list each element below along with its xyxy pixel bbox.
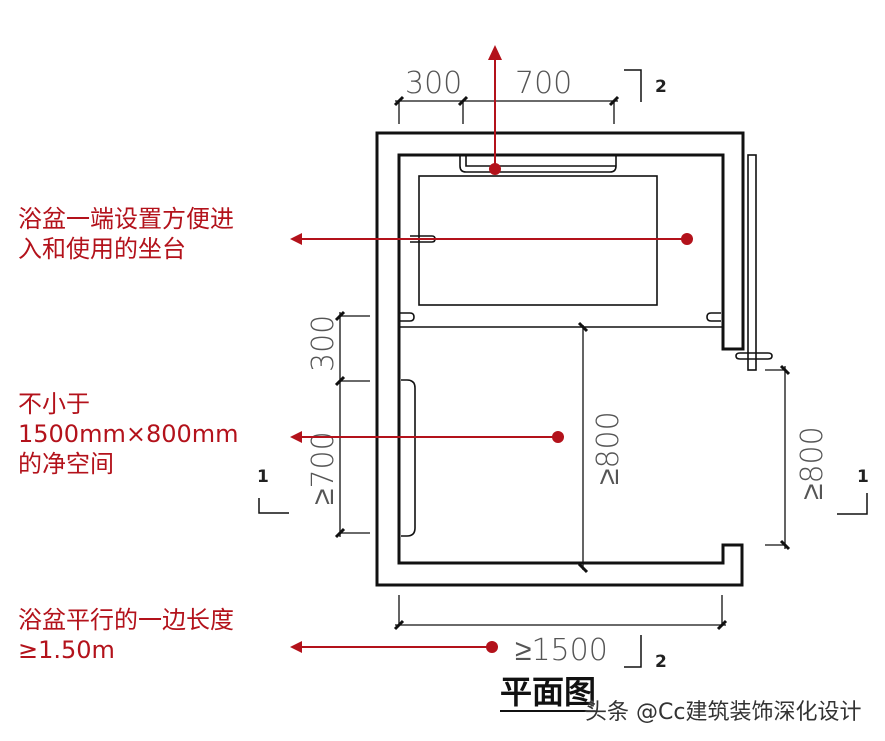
dimension-ticks — [334, 95, 791, 631]
watermark: 头条 @Cc建筑装饰深化设计 — [585, 700, 862, 725]
section-1-right: 1 — [857, 467, 869, 487]
dim-bottom: ≥1500 — [515, 633, 608, 668]
note-clear-space: 不小于 1500mm×800mm 的净空间 — [18, 390, 239, 478]
dim-right: ≥800 — [795, 426, 830, 500]
walls — [375, 131, 745, 587]
dim-middle: ≥800 — [591, 411, 626, 485]
fixtures — [399, 154, 773, 537]
dim-left-lower: ≥700 — [306, 431, 341, 505]
bathtub — [418, 175, 658, 306]
grab-bar-top — [459, 156, 617, 173]
section-2-top: 2 — [655, 77, 667, 97]
dim-top-right: 700 — [515, 66, 572, 101]
section-2-bottom: 2 — [655, 652, 667, 672]
plan-title: 平面图 — [500, 673, 597, 712]
door-leaf — [747, 154, 757, 371]
leader-lines — [290, 45, 693, 653]
dimension-lines — [339, 100, 786, 626]
section-markers — [258, 69, 868, 668]
section-1-left: 1 — [257, 467, 269, 487]
note-seat: 浴盆一端设置方便进 入和使用的坐台 — [18, 205, 234, 263]
note-tub-length: 浴盆平行的一边长度 ≥1.50m — [18, 606, 234, 664]
dim-top-left: 300 — [405, 66, 462, 101]
dim-left-upper: 300 — [306, 315, 341, 372]
grab-bar-left — [401, 379, 416, 537]
